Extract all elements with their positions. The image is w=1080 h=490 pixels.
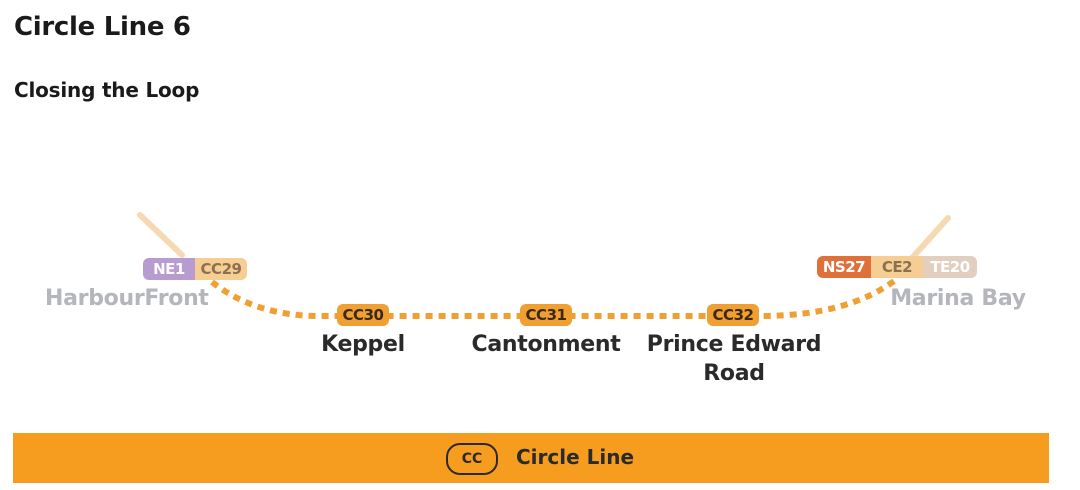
station-code-ne1: NE1 <box>143 258 195 280</box>
station-marina-bay: Marina Bay <box>890 286 1026 311</box>
station-harbourfront: HarbourFront <box>45 286 209 311</box>
station-code-ce2: CE2 <box>871 256 923 278</box>
legend-bar: CC Circle Line <box>13 433 1049 483</box>
station-name-line1: Prince Edward <box>646 332 822 357</box>
station-prince-edward-road: Prince Edward Road <box>640 330 828 388</box>
harbourfront-existing-track <box>137 212 185 258</box>
station-code-cc31: CC31 <box>520 304 572 326</box>
legend-line-label: Circle Line <box>516 445 635 469</box>
station-name-line2: Road <box>703 361 765 386</box>
ccl6-dotted-track <box>210 275 900 319</box>
page-subtitle: Closing the Loop <box>14 78 200 102</box>
station-code-cc29: CC29 <box>195 258 247 280</box>
marina-bay-existing-track <box>909 215 951 261</box>
station-code-te20: TE20 <box>923 256 977 278</box>
legend-line-code: CC <box>446 443 498 475</box>
station-code-cc32: CC32 <box>707 304 759 326</box>
station-code-ns27: NS27 <box>817 256 871 278</box>
page-title: Circle Line 6 <box>14 12 191 42</box>
station-keppel: Keppel <box>321 332 405 357</box>
line-map <box>137 212 951 319</box>
station-code-cc30: CC30 <box>337 304 389 326</box>
station-cantonment: Cantonment <box>471 332 621 357</box>
